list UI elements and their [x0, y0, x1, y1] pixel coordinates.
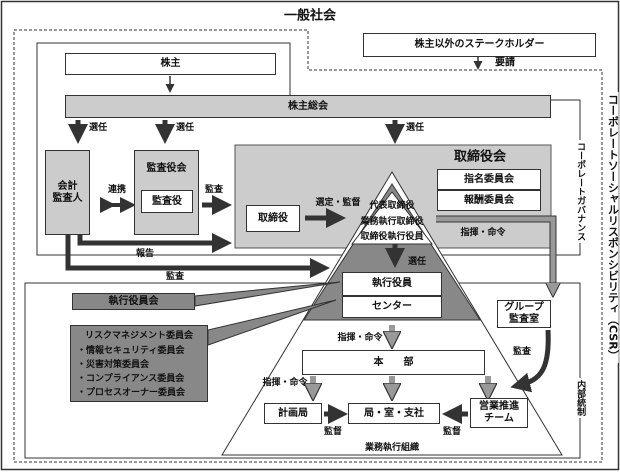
accounting-auditor-box: 会計 監査人 — [45, 150, 90, 235]
callout-risk-committee — [207, 299, 337, 346]
nomination-committee-box: 指名委員会 — [437, 169, 541, 190]
auditor-box: 監査役 — [141, 190, 193, 213]
csr-boundary — [13, 29, 603, 463]
offices-box: 局・室・支社 — [348, 403, 440, 424]
center-box: センター — [342, 296, 442, 318]
command-label: 指揮・命令 — [262, 377, 308, 388]
report-label: 報告 — [135, 248, 155, 259]
appoint-label: 選任 — [405, 122, 425, 133]
command-label: 指揮・命令 — [460, 227, 506, 238]
callout-executive-committee — [194, 281, 341, 307]
risk-committee-item: ・災害対策委員会 — [77, 360, 150, 370]
executive-officers-box: 執行役員 — [342, 272, 442, 296]
execution-org-label: 業務執行組織 — [364, 442, 420, 453]
request-label: 要請 — [495, 57, 515, 69]
pyramid-top-label: 業務執行取締役 — [360, 216, 424, 227]
group-audit-label: 監査 — [512, 346, 532, 357]
board-title: 取締役会 — [453, 149, 507, 165]
risk-committee-item: ・コンプライアンス委員会 — [77, 374, 185, 384]
appoint-label: 選任 — [175, 122, 195, 133]
internal-control-boundary — [24, 282, 581, 459]
stakeholders-box: 株主以外のステークホルダー — [363, 33, 596, 57]
supervise-label: 監督 — [442, 426, 462, 437]
sales-team-box: 営業推進 チーム — [470, 398, 528, 428]
risk-committee-item: ・情報セキュリティ委員会 — [77, 346, 185, 356]
shareholders-box: 株主 — [65, 53, 276, 75]
governance-boundary — [36, 42, 581, 256]
director-box: 取締役 — [246, 205, 300, 232]
risk-committee-item: ・プロセスオーナー委員会 — [77, 388, 186, 398]
cooperation-label: 連携 — [107, 184, 127, 195]
audit-label: 監査 — [204, 184, 224, 195]
audit-board-title: 監査役会 — [146, 163, 187, 174]
planning-bureau-box: 計画局 — [264, 403, 322, 424]
society-label: 一般社会 — [283, 8, 337, 24]
select-supervise-label: 選定・監督 — [315, 197, 361, 208]
audit-label: 監査 — [165, 271, 185, 282]
pyramid-top — [350, 191, 434, 245]
compensation-committee-box: 報酬委員会 — [437, 190, 541, 211]
csr-label: コーポレートソーシャルリスポンシビリティ（CSR） — [605, 92, 620, 363]
risk-committee-box: リスクマネジメント委員会 ・情報セキュリティ委員会 ・災害対策委員会 ・コンプラ… — [70, 325, 208, 402]
internal-control-label: 内部統制 — [574, 378, 586, 418]
command-label: 指揮・命令 — [337, 332, 383, 343]
general-meeting-box: 株主総会 — [65, 95, 551, 118]
governance-label: コーポレートガバナンス — [574, 140, 586, 243]
pyramid-top-label: 代表取締役 — [369, 200, 415, 211]
appoint-label: 選任 — [407, 256, 427, 267]
executive-committee-box: 執行役員会 — [72, 293, 195, 310]
supervise-label: 監督 — [323, 426, 343, 437]
group-audit-box: グループ 監査室 — [497, 300, 551, 328]
pyramid-top-label: 取締役執行役員 — [360, 231, 424, 242]
headquarters-box: 本 部 — [302, 350, 485, 375]
appoint-label: 選任 — [88, 122, 108, 133]
risk-committee-title: リスクマネジメント委員会 — [84, 331, 193, 341]
